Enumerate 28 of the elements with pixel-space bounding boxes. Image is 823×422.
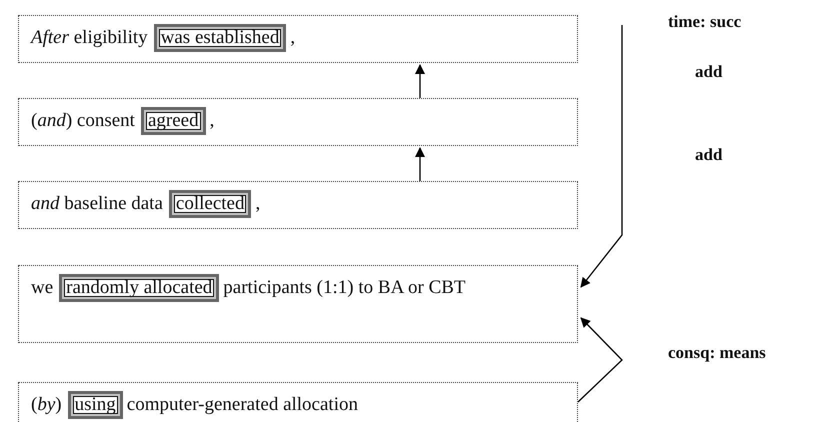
clause-text: , bbox=[210, 110, 214, 131]
arrow bbox=[415, 64, 425, 98]
verb-frame: using bbox=[68, 391, 123, 419]
relation-label: add bbox=[695, 145, 722, 165]
relation-label: time: succ bbox=[668, 12, 742, 32]
relation-label: consq: means bbox=[668, 343, 766, 363]
clause-box bbox=[18, 181, 578, 229]
clause-text: (by) bbox=[31, 394, 62, 415]
clause-box bbox=[18, 15, 578, 63]
clause-text: , bbox=[255, 193, 260, 214]
clause-text: , bbox=[290, 27, 296, 48]
verb-frame: agreed bbox=[140, 107, 206, 135]
clause-text: and baseline data bbox=[31, 193, 163, 214]
clause-text: participants (1:1) to BA or CBT bbox=[223, 277, 466, 298]
arrow bbox=[580, 25, 623, 288]
arrow bbox=[578, 317, 623, 402]
clause-box bbox=[18, 382, 578, 422]
clause-text: After eligibility bbox=[31, 27, 148, 48]
clause-text: we bbox=[31, 277, 54, 298]
verb-frame: randomly allocated bbox=[59, 274, 220, 302]
arrow bbox=[415, 147, 425, 181]
clause-text: (and) consent bbox=[31, 110, 135, 131]
verb-frame: collected bbox=[168, 190, 252, 218]
relation-label: add bbox=[695, 62, 722, 82]
clause-text: computer-generated allocation bbox=[126, 394, 358, 415]
clause-box bbox=[18, 265, 578, 343]
verb-frame: was established bbox=[154, 24, 286, 52]
clause-box bbox=[18, 98, 578, 146]
